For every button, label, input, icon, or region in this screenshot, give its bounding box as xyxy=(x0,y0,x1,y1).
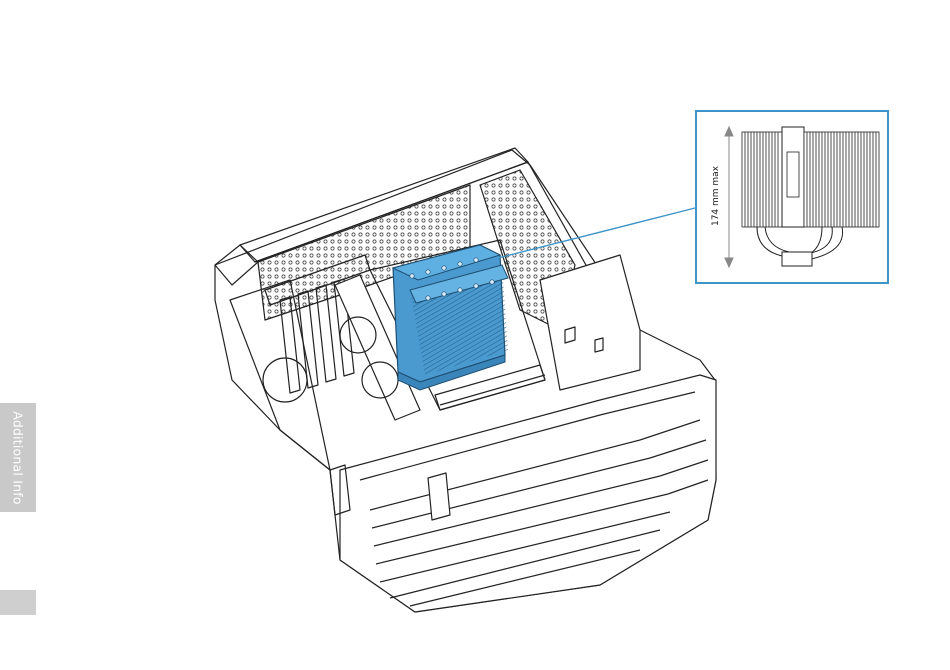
tower-cpu-cooler-illustration xyxy=(697,112,887,282)
cooler-height-detail: 174 mm max xyxy=(695,110,889,284)
side-tab-label: Additional Info xyxy=(11,411,26,504)
page-marker xyxy=(0,590,36,615)
side-tab-additional-info[interactable]: Additional Info xyxy=(0,403,36,512)
cooler-height-label: 174 mm max xyxy=(711,166,721,226)
